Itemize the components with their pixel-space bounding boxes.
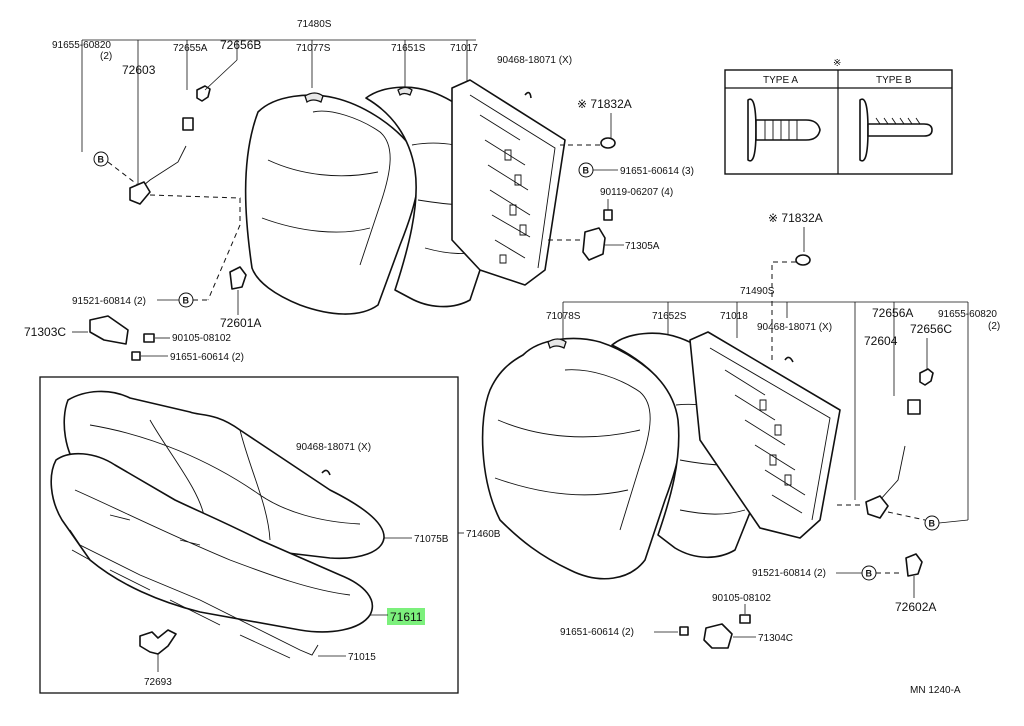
frame-71017 [451,79,566,286]
bolt-90105-lower [739,614,751,624]
bolt-91651-upper [131,351,141,361]
cushion-box [39,376,459,694]
upper-assembly-bracket [81,39,476,190]
type-b-header: TYPE B [876,75,912,86]
label-71017: 71017 [450,43,478,54]
label-71075b: 71075B [414,534,449,545]
upper-assembly-label: 71480S [297,19,332,30]
label-71832a-lower: ※ 71832A [768,211,823,225]
bracket-72601a [229,266,247,290]
lower-assembly-bracket [562,301,969,520]
hinge-71305a [582,227,606,261]
clip-type-a-body [755,119,821,141]
clip-90468-upper [524,91,532,99]
label-71078s: 71078S [546,311,581,322]
seatback-cover-71078s [481,337,683,580]
clip-type-b-head [859,98,869,162]
label-71018: 71018 [720,311,748,322]
label-72604: 72604 [864,334,898,348]
label-71651s: 71651S [391,43,426,54]
clip-type-a-head [747,98,757,162]
bracket-72602a [905,553,923,577]
clip-type-b-body [867,123,933,137]
type-a-header: TYPE A [763,75,798,86]
clip-90468-lower [784,356,794,363]
label-91655-60820: 91655-60820 [52,40,111,51]
bracket-72603 [129,181,151,205]
label-72693: 72693 [144,677,172,688]
label-72601a: 72601A [220,316,261,330]
label-72655a: 72655A [173,43,208,54]
label-90105-08102-lower: 90105-08102 [712,593,771,604]
clip-72656a [907,399,921,415]
label-71652s: 71652S [652,311,687,322]
label-91651-60614-2-upper: 91651-60614 (2) [170,352,244,363]
label-91655-60820-lower: 91655-60820 [938,309,997,320]
label-71611-highlighted[interactable]: 71611 [390,610,423,624]
label-72656b: 72656B [220,38,261,52]
label-90105-08102-upper: 90105-08102 [172,333,231,344]
push-clip-72656b [196,85,211,102]
label-72656c: 72656C [910,322,952,336]
bolt-90105-upper [143,333,155,343]
bracket-72604 [865,495,889,519]
frame-71018 [689,331,841,539]
label-71015: 71015 [348,652,376,663]
lower-assembly-label: 71490S [740,286,775,297]
label-71305a: 71305A [625,241,660,252]
svg-text:B: B [866,569,873,579]
svg-text:B: B [183,296,190,306]
label-91521-60814-lower: 91521-60814 (2) [752,568,826,579]
hook-72693 [139,629,177,655]
label-71303c: 71303C [24,325,66,339]
seatback-cover-71077s [244,94,420,315]
clip-71832a-lower [795,254,811,266]
label-90468-18071-cushion: 90468-18071 (X) [296,442,371,453]
lower-seatback-group: ※ 71832A 71490S 71078S 71652S 71018 9046… [481,211,1000,696]
seatback-top-hole [304,92,324,104]
cushion-frame-71015 [69,529,319,656]
label-72602a: 72602A [895,600,936,614]
label-71832a-upper: ※ 71832A [577,97,632,111]
clip-71832a-upper [600,137,616,149]
svg-text:B: B [929,519,936,529]
label-72603: 72603 [122,63,156,77]
label-90468-18071: 90468-18071 (X) [497,55,572,66]
clip-72655a [182,117,194,131]
label-72656a: 72656A [872,306,913,320]
label-90468-18071-lower: 90468-18071 (X) [757,322,832,333]
page-code: MN 1240-A [910,685,961,696]
label-71077s: 71077S [296,43,331,54]
clip-type-table: ※ TYPE A TYPE B [724,58,953,175]
bolt-91651-lower [679,626,689,636]
upper-seatback-group: 71480S 91655-60820 (2) 72603 72655A 7265… [24,19,694,363]
callout-b-upper-left [93,151,109,167]
seat-cushion-group: 71460B 90468-18071 (X) 71075B 71611 7101… [39,376,501,694]
cushion-pad-71611 [50,452,374,633]
label-71460b: 71460B [466,529,501,540]
label-71304c: 71304C [758,633,793,644]
table-note-mark: ※ [833,58,841,69]
label-91521-60814-upper: 91521-60814 (2) [72,296,146,307]
label-91651-60614-2-lower: 91651-60614 (2) [560,627,634,638]
label-qty-2-lower: (2) [988,321,1000,332]
label-91651-60614-3: 91651-60614 (3) [620,166,694,177]
clip-90468-cushion [321,469,331,476]
label-90119-06207-4: 90119-06207 (4) [600,187,673,198]
hinge-71304c [703,623,733,649]
bolt-90119 [603,209,613,221]
svg-text:B: B [98,155,105,165]
svg-text:B: B [583,166,590,176]
highlight-box-71611 [387,608,425,625]
push-clip-72656c [919,368,934,386]
hinge-71303c [89,315,129,345]
label-qty-2: (2) [100,51,112,62]
